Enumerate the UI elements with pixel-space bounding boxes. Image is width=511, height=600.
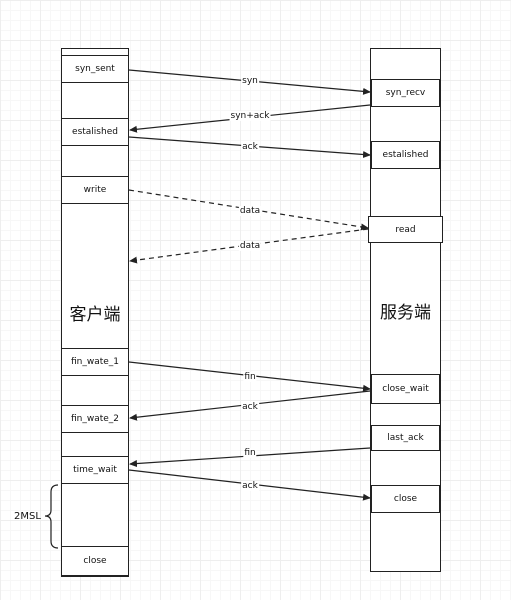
msg-label-ack-1: ack [241, 142, 259, 152]
msg-label-fin-2: fin [243, 448, 257, 458]
msg-label-syn: syn [241, 76, 259, 86]
server-state-close-wait: close_wait [371, 374, 440, 404]
server-state-last-ack: last_ack [371, 425, 440, 451]
server-state-syn-recv: syn_recv [371, 79, 440, 107]
msg-label-fin-1: fin [243, 372, 257, 382]
msg-label-ack-3: ack [241, 481, 259, 491]
server-state-established: estalished [371, 141, 440, 169]
msg-label-data-2: data [238, 241, 262, 251]
server-state-close: close [371, 485, 440, 513]
server-lane [370, 48, 441, 572]
client-state-fin-wait-2: fin_wate_2 [61, 405, 129, 433]
msg-label-data-1: data [238, 206, 262, 216]
timer-label: 2MSL [14, 511, 41, 522]
server-title: 服务端 [380, 303, 431, 323]
server-state-read: read [368, 216, 443, 243]
timer-brace [44, 484, 59, 549]
msg-label-ack-2: ack [241, 402, 259, 412]
client-state-syn-sent: syn_sent [61, 55, 129, 83]
client-state-close: close [61, 546, 129, 576]
client-state-write: write [61, 176, 129, 204]
client-state-time-wait: time_wait [61, 456, 129, 484]
client-state-established: estalished [61, 118, 129, 146]
client-state-fin-wait-1: fin_wate_1 [61, 348, 129, 376]
msg-label-syn-ack: syn+ack [229, 111, 271, 121]
client-title: 客户端 [69, 305, 121, 325]
